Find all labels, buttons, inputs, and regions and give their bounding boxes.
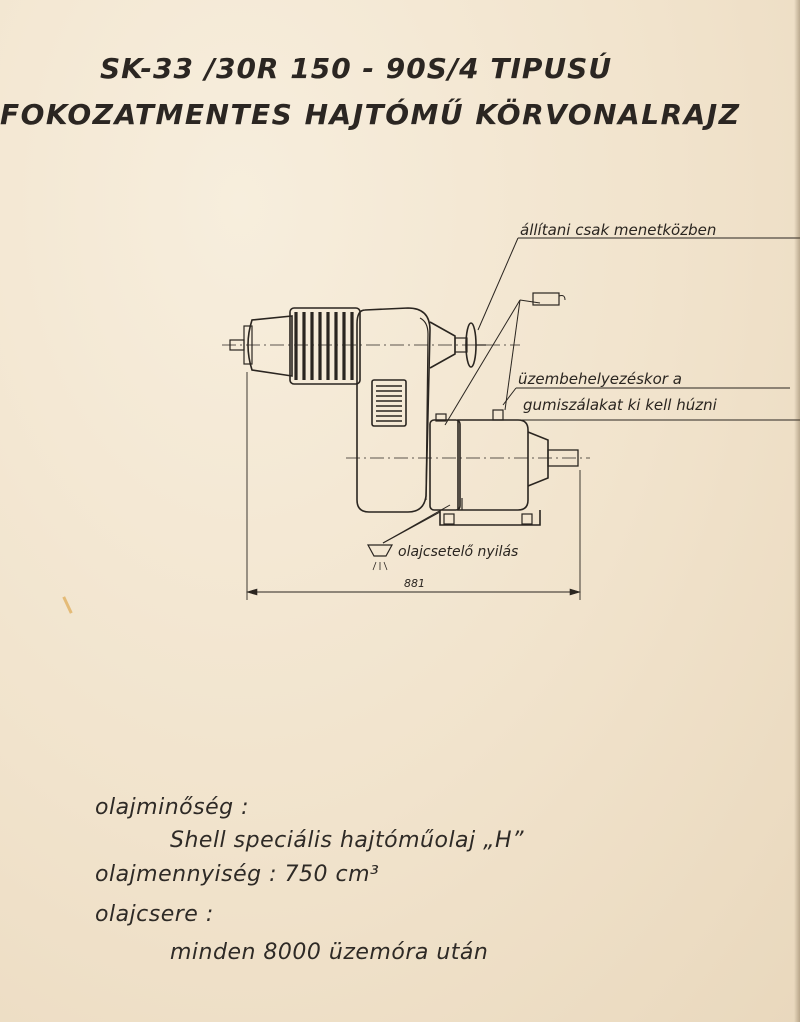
label-rubber-strips-line1: üzembehelyezéskor a bbox=[518, 370, 682, 388]
dimension-overall-length: 881 bbox=[404, 577, 425, 590]
oil-quantity: olajmennyiség : 750 cm³ bbox=[95, 862, 380, 887]
label-rubber-strips-line2: gumiszálakat ki kell húzni bbox=[523, 396, 718, 414]
label-adjust-only-while-running: állítani csak menetközben bbox=[520, 221, 716, 239]
oil-quality-value: Shell speciális hajtóműolaj „H” bbox=[170, 828, 524, 853]
label-oil-drain-opening: olajcsetelő nyilás bbox=[398, 544, 518, 560]
document-title-line1: SK-33 /30R 150 - 90S/4 TIPUSÚ bbox=[100, 52, 613, 85]
oil-change-interval: minden 8000 üzemóra után bbox=[170, 940, 489, 965]
page-edge-shadow bbox=[794, 0, 800, 1022]
oil-quality-label: olajminőség : bbox=[95, 795, 249, 820]
document-title-line2: FOKOZATMENTES HAJTÓMŰ KÖRVONALRAJZ bbox=[0, 98, 741, 131]
oil-change-label: olajcsere : bbox=[95, 902, 214, 927]
